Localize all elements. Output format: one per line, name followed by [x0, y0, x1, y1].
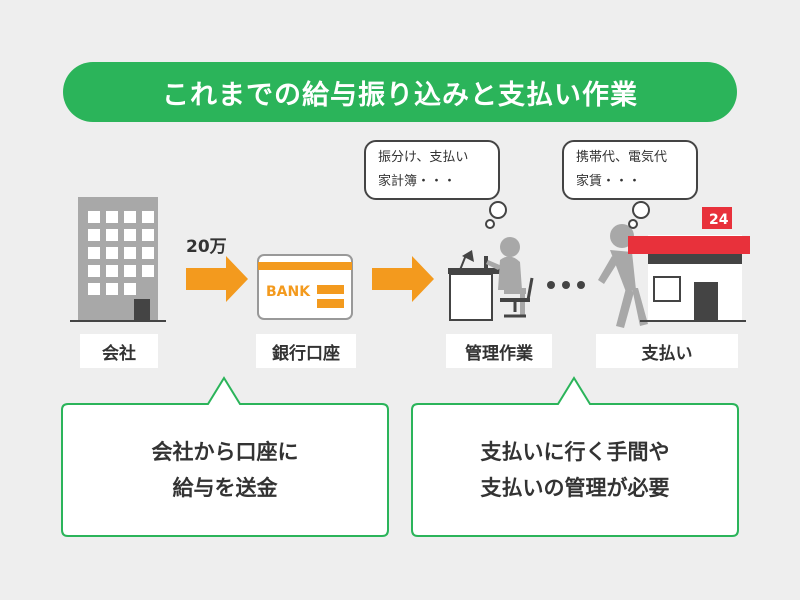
stage-label-bank: 銀行口座	[256, 334, 356, 368]
callout-company-bank: 会社から口座に 給与を送金	[62, 434, 388, 506]
thought-line: 振分け、支払い	[378, 150, 469, 165]
thought-line: 家計簿・・・	[378, 174, 457, 189]
callout-line: 会社から口座に	[151, 440, 299, 464]
callout-frame	[61, 376, 739, 537]
thought-line: 携帯代、電気代	[576, 150, 668, 165]
thought-bubble-admin: 振分け、支払い 家計簿・・・	[364, 140, 500, 200]
transfer-amount: 20万	[186, 237, 227, 257]
bank-card-icon: BANK	[257, 254, 353, 320]
bank-card-text: BANK	[266, 284, 311, 300]
thought-line: 家賃・・・	[576, 174, 642, 189]
page-title: これまでの給与振り込みと支払い作業	[63, 62, 737, 122]
thought-bubble-bills: 携帯代、電気代 家賃・・・	[562, 140, 698, 200]
callout-line: 給与を送金	[172, 476, 278, 500]
callout-payment-hassle: 支払いに行く手間や 支払いの管理が必要	[412, 434, 738, 506]
stage-label-management: 管理作業	[446, 334, 552, 368]
store-icon: 24	[628, 207, 750, 322]
stage-label-payment: 支払い	[596, 334, 738, 368]
callout-line: 支払いの管理が必要	[480, 476, 670, 500]
walking-person-icon	[598, 224, 648, 328]
arrow-right-icon	[186, 256, 248, 302]
stage-label-company: 会社	[80, 334, 158, 368]
store-sign-text: 24	[709, 212, 729, 228]
company-building-icon	[70, 197, 166, 322]
thought-bubble-tail	[485, 201, 650, 229]
desk-worker-icon	[448, 237, 534, 321]
ellipsis-icon	[547, 281, 585, 289]
callout-line: 支払いに行く手間や	[480, 440, 670, 464]
arrow-right-icon	[372, 256, 434, 302]
